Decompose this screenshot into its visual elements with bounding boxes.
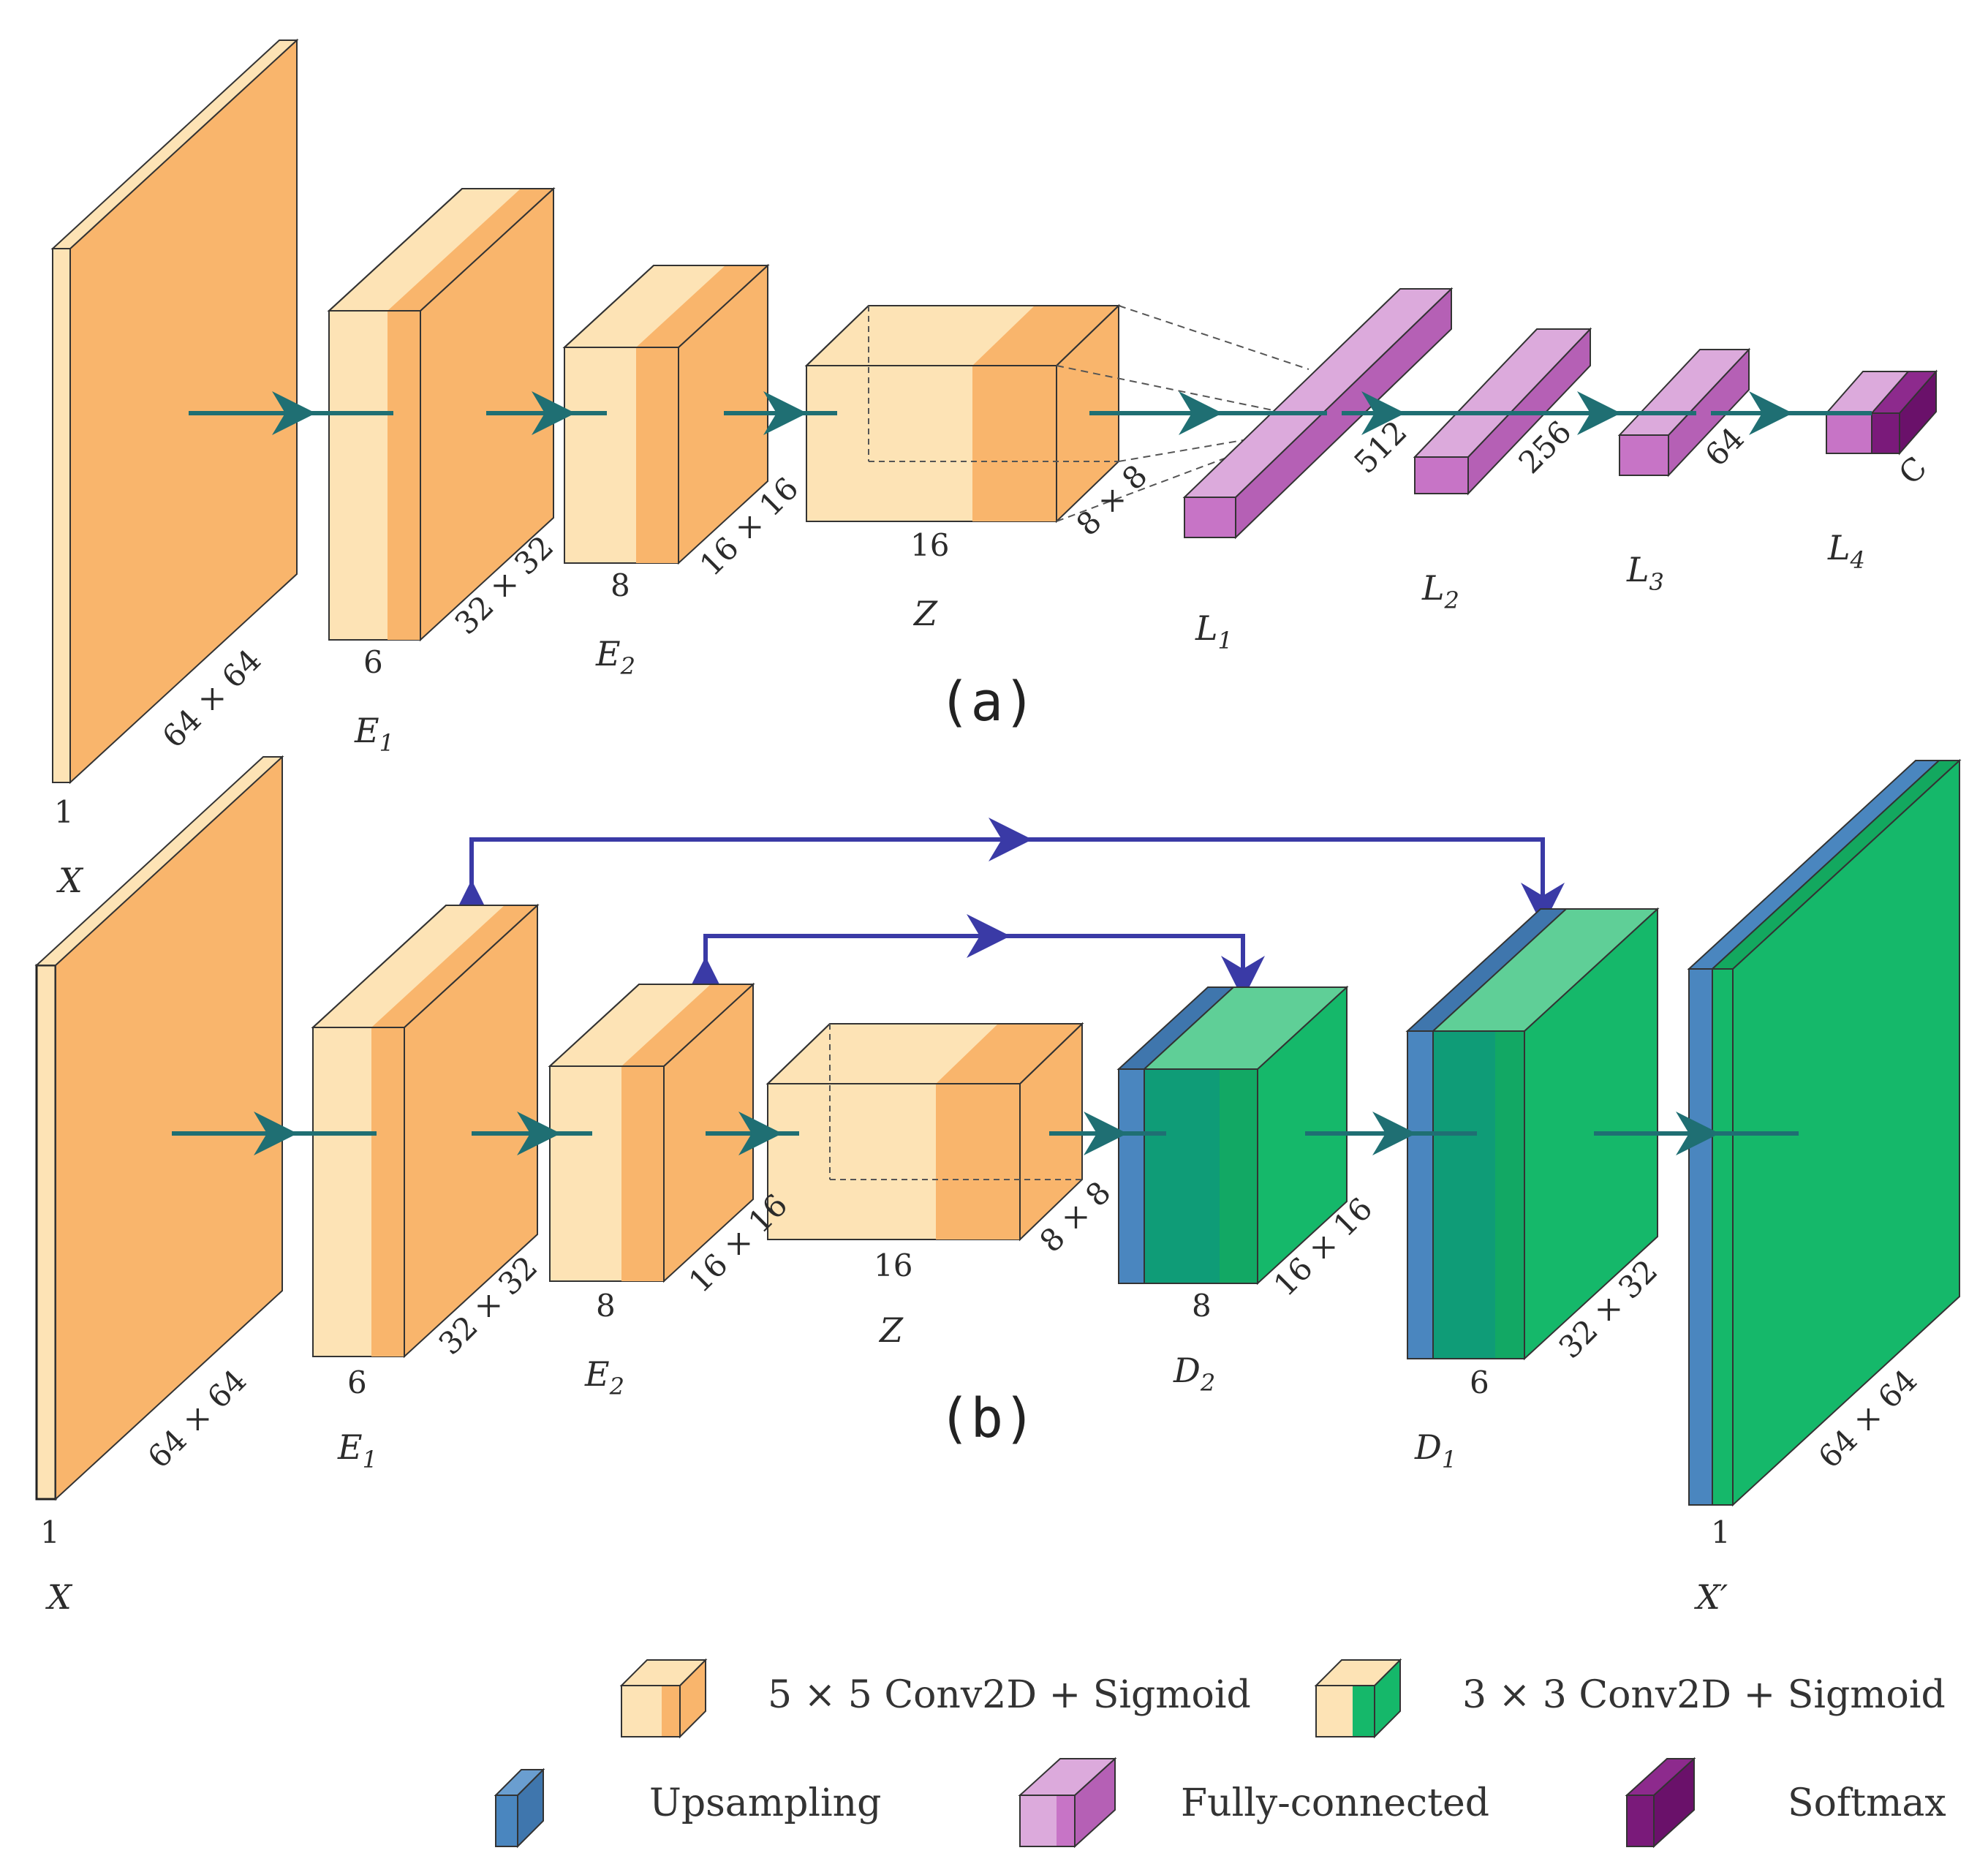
legend-conv3-label: 3 × 3 Conv2D + Sigmoid <box>1462 1673 1946 1717</box>
layer-xprime-b <box>1687 758 1962 1507</box>
e1-depth-b: 6 <box>347 1365 367 1400</box>
x-depth-a: 1 <box>54 794 74 830</box>
d1-depth-b: 6 <box>1470 1365 1489 1400</box>
projection-lines <box>1056 305 1309 522</box>
legend-softmax-label: Softmax <box>1788 1781 1946 1825</box>
x-label-a: X <box>56 861 84 900</box>
layer-l4-a <box>1824 369 1938 456</box>
layer-d1-b <box>1405 907 1660 1361</box>
z-depth-a: 16 <box>910 527 949 563</box>
legend: 5 × 5 Conv2D + Sigmoid 3 × 3 Conv2D + Si… <box>494 1658 1946 1849</box>
x-label-b: X <box>45 1577 73 1617</box>
d2-label-b: D2 <box>1173 1351 1215 1397</box>
z-label-a: Z <box>912 594 938 633</box>
e1-label-b: E1 <box>337 1427 377 1474</box>
d2-depth-b: 8 <box>1192 1288 1212 1324</box>
legend-conv3-swatch <box>1314 1658 1402 1739</box>
legend-upsampling-label: Upsampling <box>649 1781 881 1825</box>
l4-size-a: C <box>1891 450 1933 491</box>
layer-z-a <box>804 303 1121 524</box>
e2-depth-a: 8 <box>611 567 630 603</box>
d1-label-b: D1 <box>1414 1427 1456 1474</box>
z-depth-b: 16 <box>874 1248 912 1283</box>
panel-a: 1 X 64 × 64 6 E1 32 × 32 8 E2 16 × 16 16… <box>50 38 1938 900</box>
l3-label-a: L3 <box>1626 550 1664 596</box>
e2-depth-b: 8 <box>596 1288 616 1324</box>
layer-x-b <box>34 755 284 1501</box>
legend-conv5-label: 5 × 5 Conv2D + Sigmoid <box>768 1673 1251 1717</box>
legend-fc-swatch <box>1018 1757 1117 1849</box>
l1-label-a: L1 <box>1195 608 1233 654</box>
z-label-b: Z <box>878 1310 904 1350</box>
caption-b: (b) <box>938 1387 1036 1450</box>
layer-z-b <box>766 1022 1084 1242</box>
caption-a: (a) <box>938 671 1036 733</box>
e1-depth-a: 6 <box>363 644 383 680</box>
legend-conv5-swatch <box>619 1658 708 1739</box>
layer-e1-b <box>311 903 540 1359</box>
e2-label-a: E2 <box>595 634 635 680</box>
l2-label-a: L2 <box>1421 568 1459 614</box>
layer-d2-b <box>1116 985 1349 1286</box>
l4-label-a: L4 <box>1827 528 1865 574</box>
legend-fc-label: Fully-connected <box>1181 1781 1489 1825</box>
layer-e2-a <box>562 263 770 565</box>
legend-upsampling-swatch <box>494 1767 545 1849</box>
x-depth-b: 1 <box>40 1514 60 1550</box>
xp-depth-b: 1 <box>1711 1514 1731 1550</box>
xp-label-b: X′ <box>1694 1577 1728 1617</box>
layer-x-a <box>50 38 299 785</box>
panel-b: 1 X 64 × 64 6 E1 32 × 32 8 E2 16 × 16 16… <box>34 755 1962 1617</box>
e2-label-b: E2 <box>584 1354 624 1400</box>
skip-connections <box>450 818 1565 1009</box>
legend-softmax-swatch <box>1625 1757 1696 1849</box>
l1-size-a: 512 <box>1347 414 1413 480</box>
e1-label-a: E1 <box>354 711 394 757</box>
